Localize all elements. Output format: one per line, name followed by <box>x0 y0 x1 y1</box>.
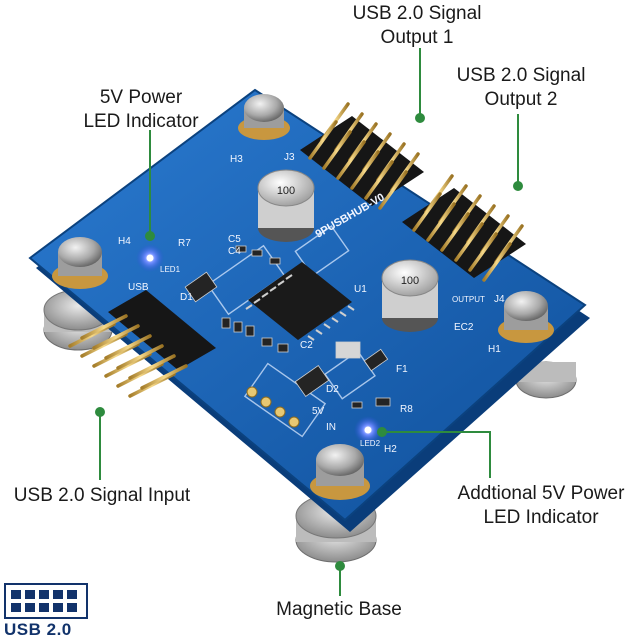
callout-additional-led-line1: Addtional 5V Power <box>457 483 625 504</box>
solder-pads <box>246 386 300 428</box>
header-input <box>68 290 216 398</box>
silk-ec2: EC2 <box>454 322 474 333</box>
silk-j4: J4 <box>494 294 505 305</box>
silk-led1: LED1 <box>160 265 181 274</box>
power-led <box>136 244 164 272</box>
callout-usb-output-1: USB 2.0 Signal Output 1 <box>342 2 492 50</box>
silk-d2: D2 <box>326 384 339 395</box>
silk-f1: F1 <box>396 364 408 375</box>
silk-d1: D1 <box>180 292 193 303</box>
silk-usb: USB <box>128 282 149 293</box>
callout-magnetic-base: Magnetic Base <box>264 598 414 622</box>
callout-usb-output-1-line1: USB 2.0 Signal <box>352 3 482 24</box>
callout-usb-input: USB 2.0 Signal Input <box>2 484 202 508</box>
silk-output: OUTPUT <box>452 295 485 304</box>
smd-components <box>184 245 391 409</box>
silk-h4: H4 <box>118 236 131 247</box>
callout-lines <box>95 48 523 596</box>
cap1-label: 100 <box>277 185 295 197</box>
additional-led <box>354 416 382 444</box>
callout-power-led-line1: 5V Power <box>99 87 183 108</box>
mount-nut-left <box>52 237 108 289</box>
callout-usb-output-2-line2: Output 2 <box>484 89 558 110</box>
cap2-label: 100 <box>401 275 419 287</box>
callout-usb-input-line1: USB 2.0 Signal Input <box>13 485 191 506</box>
header-output-1 <box>300 102 424 210</box>
capacitor-ec1: 100 <box>257 169 315 242</box>
usb-logo-text: USB 2.0 <box>4 620 72 639</box>
silk-5v: 5V <box>312 406 325 417</box>
silk-c2: C2 <box>300 340 313 351</box>
callout-usb-output-1-line2: Output 1 <box>380 27 454 48</box>
silk-u1: U1 <box>354 284 367 295</box>
callout-additional-led-line2: LED Indicator <box>483 507 599 528</box>
callout-usb-output-2-line1: USB 2.0 Signal <box>456 65 586 86</box>
capacitor-ec2: 100 <box>381 259 439 332</box>
header-output-2 <box>402 174 526 282</box>
silk-j3: J3 <box>284 152 295 163</box>
callout-power-led-line2: LED Indicator <box>83 111 199 132</box>
silk-r8: R8 <box>400 404 413 415</box>
callout-usb-output-2: USB 2.0 Signal Output 2 <box>446 64 596 112</box>
silk-led2: LED2 <box>360 439 381 448</box>
callout-additional-led: Addtional 5V Power LED Indicator <box>444 482 638 530</box>
callout-power-led: 5V Power LED Indicator <box>66 86 216 134</box>
silk-h1: H1 <box>488 344 501 355</box>
silk-h2: H2 <box>384 444 397 455</box>
silk-c4: C4 <box>228 246 241 257</box>
callout-magnetic-base-line1: Magnetic Base <box>276 599 402 620</box>
ic-chip <box>245 262 355 341</box>
usb-port-icon <box>4 583 88 619</box>
silk-c5: C5 <box>228 234 241 245</box>
mount-nut-bottom <box>310 444 370 500</box>
silk-h3: H3 <box>230 154 243 165</box>
mount-nut-top <box>238 94 290 140</box>
silk-r7: R7 <box>178 238 191 249</box>
mount-nut-right <box>498 291 554 343</box>
silk-in: IN <box>326 422 336 433</box>
